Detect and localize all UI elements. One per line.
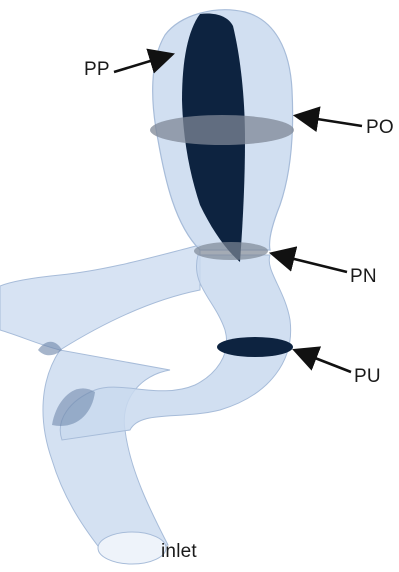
label-pp: PP	[84, 60, 110, 79]
inlet-vessel	[43, 350, 170, 555]
inlet-opening	[98, 532, 166, 564]
arrow-pu	[297, 351, 351, 372]
label-inlet: inlet	[161, 542, 197, 561]
arrow-pn	[274, 254, 347, 272]
plane-pu	[217, 337, 293, 357]
plane-pn	[194, 242, 268, 260]
plane-po	[150, 115, 294, 145]
label-pu: PU	[354, 367, 381, 386]
left-branch-vessel	[0, 245, 200, 350]
label-po: PO	[366, 118, 394, 137]
label-pn: PN	[350, 267, 377, 286]
arrow-po	[298, 116, 362, 126]
